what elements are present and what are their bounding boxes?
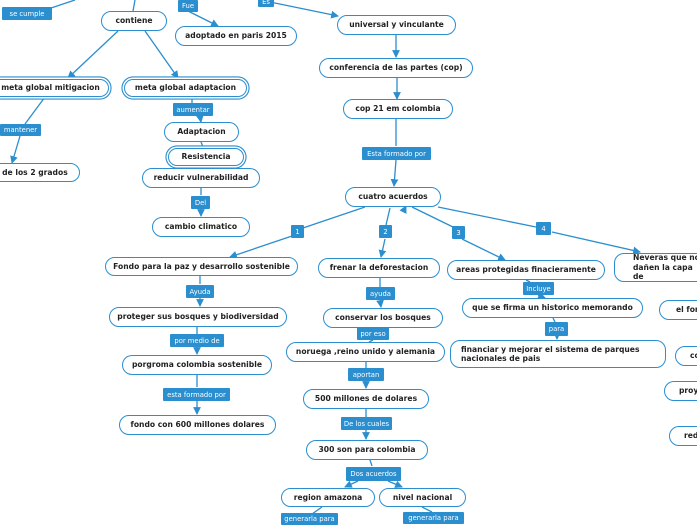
link-es-universal: [269, 1, 339, 19]
label-incluye[interactable]: Incluye: [523, 282, 554, 295]
link-memorando-para: [552, 317, 556, 323]
link-ayuda-conservar: [376, 299, 384, 308]
node-region-amazona[interactable]: region amazona: [281, 488, 375, 507]
label-generarla-para-2[interactable]: generarla para: [403, 512, 464, 524]
link-formado-cuatro: [390, 159, 399, 187]
node-fondo-600[interactable]: fondo con 600 millones dolares: [119, 415, 276, 435]
node-conferencia-partes[interactable]: conferencia de las partes (cop): [319, 58, 473, 78]
link-poreso-noruega: [368, 339, 374, 343]
link-contiene-mitigacion: [67, 30, 119, 79]
link-aumentar-adaptacion: [196, 114, 204, 123]
label-por-eso[interactable]: por eso: [357, 327, 389, 340]
node-cuatro-acuerdos[interactable]: cuatro acuerdos: [345, 187, 441, 207]
link-cuatro-3: [411, 206, 456, 229]
node-conservar-bosques[interactable]: conservar los bosques: [323, 308, 443, 328]
label-esta-formado-por[interactable]: Esta formado por: [362, 147, 431, 160]
label-aportan[interactable]: aportan: [348, 368, 384, 381]
link-3-areas: [461, 238, 506, 261]
label-generarla-para-1[interactable]: generarla para: [281, 513, 338, 525]
link-areas-incluye: [525, 279, 531, 283]
node-el-fon[interactable]: el fon: [659, 300, 697, 320]
node-red[interactable]: red: [669, 426, 697, 446]
link-region-generarla: [311, 506, 323, 515]
node-areas-protegidas[interactable]: areas protegidas finacieramente: [447, 260, 605, 280]
link-fue-adoptado: [186, 9, 219, 27]
node-meta-global-adaptacion[interactable]: meta global adaptacion: [124, 79, 247, 97]
link-dos-region: [344, 480, 359, 488]
node-adoptado-paris[interactable]: adoptado en paris 2015: [175, 26, 297, 46]
label-dos-acuerdos[interactable]: Dos acuerdos: [346, 467, 401, 481]
label-es[interactable]: Es: [258, 0, 274, 7]
label-number-4[interactable]: 4: [536, 222, 551, 235]
label-aumentar[interactable]: aumentar: [173, 103, 213, 116]
node-noruega[interactable]: noruega ,reino unido y alemania: [286, 342, 445, 362]
node-300-colombia[interactable]: 300 son para colombia: [306, 440, 428, 460]
link-cuatro-1: [299, 206, 366, 230]
link-to-contiene: [132, 0, 136, 12]
node-programa-colombia[interactable]: porgroma colombia sostenible: [122, 355, 272, 375]
label-del[interactable]: Del: [191, 196, 210, 209]
label-de-los-cuales[interactable]: De los cuales: [341, 417, 392, 430]
node-proy[interactable]: proy: [664, 381, 697, 401]
label-se-cumple[interactable]: se cumple: [2, 7, 52, 20]
node-historico-memorando[interactable]: que se firma un historico memorando: [462, 298, 643, 318]
link-2-frenar: [378, 238, 387, 258]
node-nivel-nacional[interactable]: nivel nacional: [379, 488, 466, 507]
label-esta-formado-por-2[interactable]: esta formado por: [163, 388, 230, 401]
label-ayuda-2[interactable]: ayuda: [366, 287, 395, 300]
node-proteger-bosques[interactable]: proteger sus bosques y biodiversidad: [109, 307, 287, 327]
node-adaptacion[interactable]: Adaptacion: [164, 122, 239, 142]
node-universal-vinculante[interactable]: universal y vinculante: [337, 15, 456, 35]
node-cop21-colombia[interactable]: cop 21 em colombia: [343, 99, 453, 119]
link-resistencia-reducir: [201, 166, 204, 169]
label-para[interactable]: para: [545, 322, 568, 336]
link-cuatro-4: [437, 206, 537, 228]
label-number-3[interactable]: 3: [452, 226, 465, 239]
link-mantener-grados: [10, 135, 21, 164]
node-meta-global-mitigacion[interactable]: meta global mitigacion: [0, 79, 109, 97]
label-mantener[interactable]: mantener: [0, 124, 41, 136]
label-fue[interactable]: Fue: [178, 0, 198, 12]
link-nivel-generarla: [421, 506, 433, 513]
node-financiar-parques[interactable]: financiar y mejorar el sistema de parque…: [450, 340, 666, 368]
link-mitigacion-mantener: [24, 96, 46, 125]
link-1-fondo: [229, 235, 293, 259]
node-500-millones[interactable]: 500 millones de dolares: [303, 389, 429, 409]
link-adaptacion-resistencia: [200, 141, 204, 148]
node-contiene[interactable]: contiene: [101, 11, 167, 31]
node-cambio-climatico[interactable]: cambio climatico: [152, 217, 250, 237]
node-menos-2-grados[interactable]: o de los 2 grados: [0, 163, 80, 182]
link-cuatro-2: [385, 207, 391, 226]
node-fondo-paz[interactable]: Fondo para la paz y desarrollo sostenibl…: [105, 257, 298, 276]
node-frenar-deforestacion[interactable]: frenar la deforestacion: [318, 258, 440, 278]
node-reducir-vulnerabilidad[interactable]: reducir vulnerabilidad: [142, 168, 260, 188]
label-number-1[interactable]: 1: [291, 225, 304, 238]
node-resistencia[interactable]: Resistencia: [168, 148, 244, 166]
link-contiene-adaptacion-meta: [144, 30, 179, 79]
label-number-2[interactable]: 2: [379, 225, 392, 238]
label-por-medio-de[interactable]: por medio de: [170, 334, 224, 347]
link-300-dos: [369, 459, 373, 467]
link-dos-nivel: [387, 480, 403, 488]
link-4-neveras: [551, 231, 641, 255]
link-incluye-memorando: [537, 291, 546, 299]
label-ayuda-1[interactable]: Ayuda: [186, 285, 214, 298]
node-co[interactable]: co: [675, 346, 697, 366]
node-neveras[interactable]: Neveras que no dañen la capa de: [614, 253, 697, 282]
